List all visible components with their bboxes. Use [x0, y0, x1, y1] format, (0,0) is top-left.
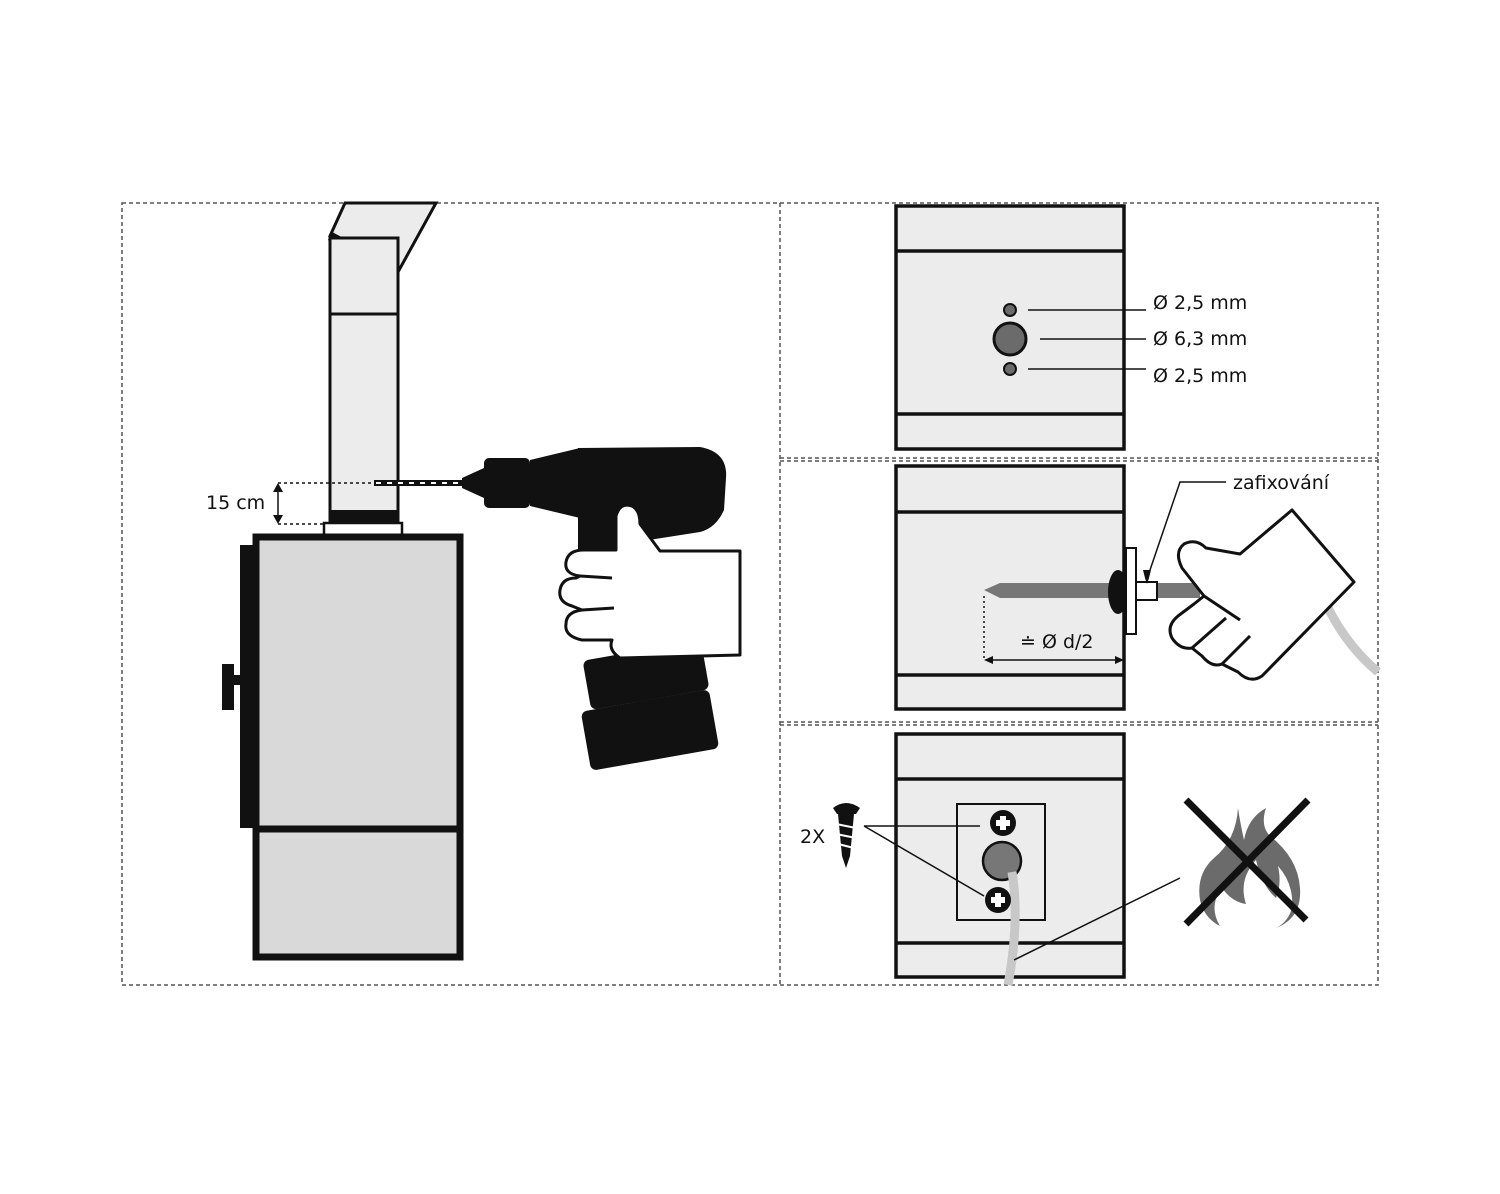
pipe-collar	[330, 510, 398, 522]
fixing-screw	[1143, 570, 1151, 584]
hole-sizes-panel: Ø 2,5 mm Ø 6,3 mm Ø 2,5 mm	[894, 204, 1247, 451]
cable-leader	[1013, 877, 1181, 961]
no-fire-icon	[1183, 797, 1311, 928]
height-label: 15 cm	[206, 492, 265, 514]
depth-arrow-right	[1115, 656, 1124, 664]
fixation-label: zafixování	[1233, 472, 1330, 494]
fixing-clamp	[1135, 581, 1158, 601]
screw-count: 2X	[800, 826, 825, 848]
fixation-leader	[1149, 481, 1226, 571]
probe-entry	[981, 840, 1023, 882]
dimension-arrowhead-bottom	[273, 515, 283, 524]
probe-grommet	[1108, 570, 1128, 614]
hole-label-bottom: Ø 2,5 mm	[1153, 365, 1247, 387]
installed-cable	[1003, 871, 1020, 986]
screw-head-top	[990, 810, 1016, 836]
dimension-arrowhead-top	[273, 483, 283, 492]
temperature-probe	[1000, 583, 1200, 598]
flue-pipe	[328, 236, 400, 524]
small-hole-top	[1003, 303, 1017, 317]
stove-body	[252, 533, 464, 961]
mounting-plate	[1125, 547, 1137, 635]
stove-door-handle	[222, 664, 234, 710]
hand-icon	[558, 503, 742, 660]
screw-head-bottom	[985, 887, 1011, 913]
depth-label: ≐ Ø d/2	[1020, 631, 1094, 653]
stove-door-hinge	[240, 545, 254, 828]
glove-hand-icon	[1168, 508, 1356, 681]
screw-leader-bottom	[863, 825, 985, 897]
panel-borders	[121, 202, 1379, 986]
probe-insertion-panel: zafixování ≐ Ø d/2	[894, 464, 1381, 711]
small-hole-bottom	[1003, 362, 1017, 376]
depth-arrow-left	[984, 656, 993, 664]
hole-label-top: Ø 2,5 mm	[1153, 292, 1247, 314]
stove-handle-bar	[222, 675, 242, 685]
center-hole	[992, 321, 1028, 357]
stove-drilling-panel: 15 cm	[206, 201, 742, 961]
probe-tip	[984, 583, 1000, 598]
screw-mounting-panel: 2X	[800, 732, 1311, 986]
outer-border	[121, 202, 1379, 986]
screw-icon	[833, 803, 860, 868]
hole-label-center: Ø 6,3 mm	[1153, 328, 1247, 350]
